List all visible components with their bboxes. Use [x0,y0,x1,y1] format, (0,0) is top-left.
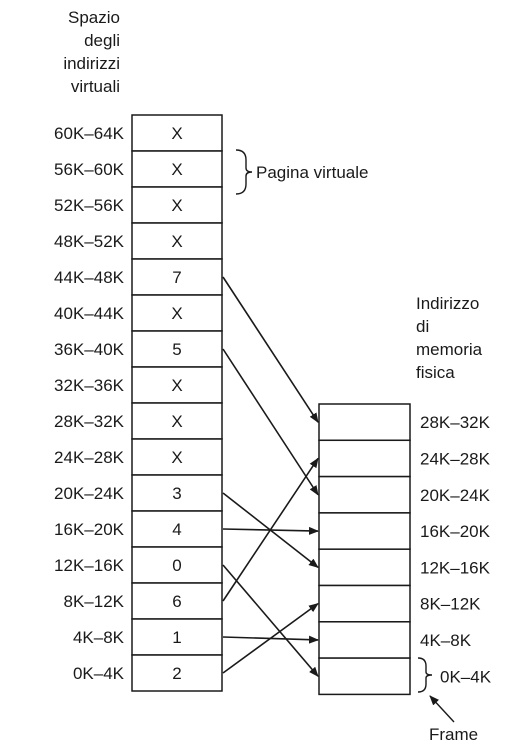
virtual-page-range-label: 28K–32K [54,412,125,431]
virtual-page-range-label: 40K–44K [54,304,125,323]
virtual-page-range-label: 0K–4K [73,664,125,683]
virtual-page-range-label: 44K–48K [54,268,125,287]
physical-frame-cell [318,584,411,623]
physical-frame-cell [318,548,411,587]
annotations: Pagina virtuale Frame [235,149,478,744]
physical-frame-range-label: 0K–4K [440,667,492,686]
physical-frame-range-label: 24K–28K [420,449,491,468]
physical-frame-table: 28K–32K 24K–28K 20K–24K 16K–20K 12K–16K 8K–12… [318,403,492,696]
physical-frame-range-label: 12K–16K [420,558,491,577]
virtual-page-value: 2 [172,664,181,683]
virtual-page-cell [131,474,223,512]
virtual-page-table: 60K–64K X 56K–60K X 52K–56K X 48K–52K X 44K–48K 7… [54,114,223,692]
virtual-page-value: X [171,124,182,143]
virtual-page-value: X [171,376,182,395]
physical-frame-range-label: 20K–24K [420,486,491,505]
mapping-arrow [222,348,319,496]
mapping-arrow [222,603,319,674]
virtual-page-cell [131,510,223,548]
mapping-arrow [222,457,319,602]
virtual-page-value: 5 [172,340,181,359]
frame-annotation: Frame [429,725,478,744]
virtual-page-value: 1 [172,628,181,647]
physical-frame-cell [318,439,411,478]
virtual-space-title: Spazio degli indirizzi virtuali [63,8,120,96]
physical-frame-cell [318,657,411,696]
mapping-arrow [222,276,319,423]
virtual-page-value: 7 [172,268,181,287]
virtual-page-cell [131,438,223,476]
virtual-page-range-label: 16K–20K [54,520,125,539]
physical-frame-cell [318,512,411,550]
frame-pointer-arrow [429,695,455,723]
frame-brace [417,657,433,693]
virtual-page-range-label: 60K–64K [54,124,125,143]
virtual-page-cell [131,582,223,620]
virtual-page-value: X [171,448,182,467]
virtual-page-range-label: 36K–40K [54,340,125,359]
virtual-page-cell [131,294,223,332]
virtual-page-value: 3 [172,484,181,503]
virtual-page-value: X [171,412,182,431]
virtual-page-value: X [171,232,182,251]
physical-frame-range-label: 4K–8K [420,631,472,650]
virtual-page-range-label: 8K–12K [64,592,125,611]
physical-frame-cell [318,403,411,442]
virtual-page-annotation: Pagina virtuale [256,163,368,182]
virtual-page-cell [131,366,223,404]
virtual-page-range-label: 24K–28K [54,448,125,467]
virtual-page-range-label: 12K–16K [54,556,125,575]
virtual-page-range-label: 20K–24K [54,484,125,503]
physical-frame-cell [318,621,411,659]
virtual-page-cell [131,330,223,368]
physical-memory-title: Indirizzo di memoria fisica [416,294,483,382]
virtual-page-value: 0 [172,556,181,575]
virtual-page-value: X [171,196,182,215]
virtual-page-range-label: 48K–52K [54,232,125,251]
virtual-page-cell [131,654,223,692]
physical-frame-range-label: 28K–32K [420,413,491,432]
virtual-page-brace [235,149,253,195]
virtual-page-value: 6 [172,592,181,611]
page-frame-mappings [222,276,319,678]
mapping-arrow [222,564,319,678]
virtual-page-value: X [171,304,182,323]
virtual-page-cell [131,546,223,584]
virtual-page-cell [131,618,223,656]
physical-frame-range-label: 8K–12K [420,595,481,614]
virtual-page-range-label: 32K–36K [54,376,125,395]
virtual-page-value: 4 [172,520,181,539]
physical-frame-cell [318,475,411,514]
physical-frame-range-label: 16K–20K [420,522,491,541]
virtual-page-range-label: 4K–8K [73,628,125,647]
virtual-page-value: X [171,160,182,179]
virtual-page-range-label: 52K–56K [54,196,125,215]
virtual-page-range-label: 56K–60K [54,160,125,179]
